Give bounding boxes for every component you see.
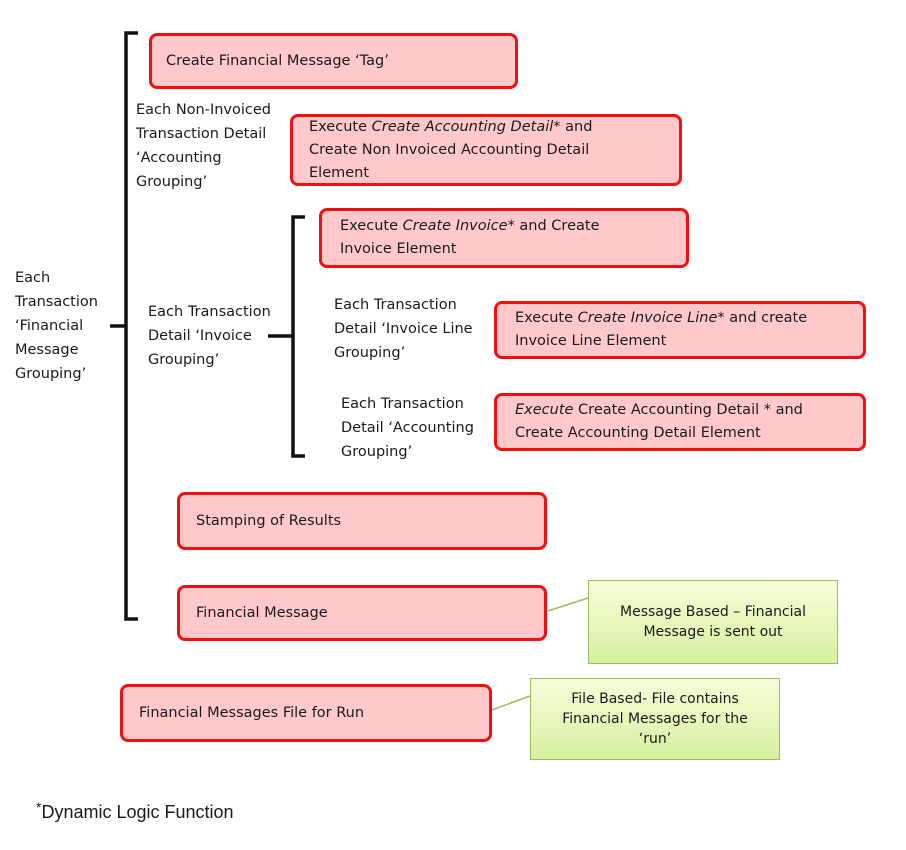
connector-file-based	[491, 695, 531, 711]
label-accounting-grouping: Each Transaction Detail ‘Accounting Grou…	[341, 396, 474, 460]
footnote-dynamic-logic: *Dynamic Logic Function	[36, 799, 234, 822]
label-each-transaction: Each Transaction ‘Financial Message Grou…	[15, 270, 98, 382]
label-non-invoiced-grouping: Each Non-Invoiced Transaction Detail ‘Ac…	[136, 102, 272, 190]
box-create-invoice-line: Execute Create Invoice Line* and create …	[494, 301, 866, 359]
box-financial-messages-file: Financial Messages File for Run	[120, 684, 492, 742]
note-file-based: File Based- File contains Financial Mess…	[530, 678, 780, 760]
box-create-financial-message-tag: Create Financial Message ‘Tag’	[149, 33, 518, 89]
label-invoice-line-grouping: Each Transaction Detail ‘Invoice Line Gr…	[334, 297, 473, 361]
box-create-invoice: Execute Create Invoice* and Create Invoi…	[319, 208, 689, 268]
box-financial-message: Financial Message	[177, 585, 547, 641]
box-non-invoiced-accounting-detail: Execute Create Accounting Detail* and Cr…	[290, 114, 682, 186]
box-create-accounting-detail: Execute Create Accounting Detail * and C…	[494, 393, 866, 451]
box-stamping-of-results: Stamping of Results	[177, 492, 547, 550]
label-invoice-grouping: Each Transaction Detail ‘Invoice Groupin…	[148, 304, 271, 368]
outer-bracket	[110, 31, 138, 621]
connector-message-based	[547, 597, 589, 612]
note-message-based: Message Based – Financial Message is sen…	[588, 580, 838, 664]
inner-bracket	[268, 215, 305, 458]
